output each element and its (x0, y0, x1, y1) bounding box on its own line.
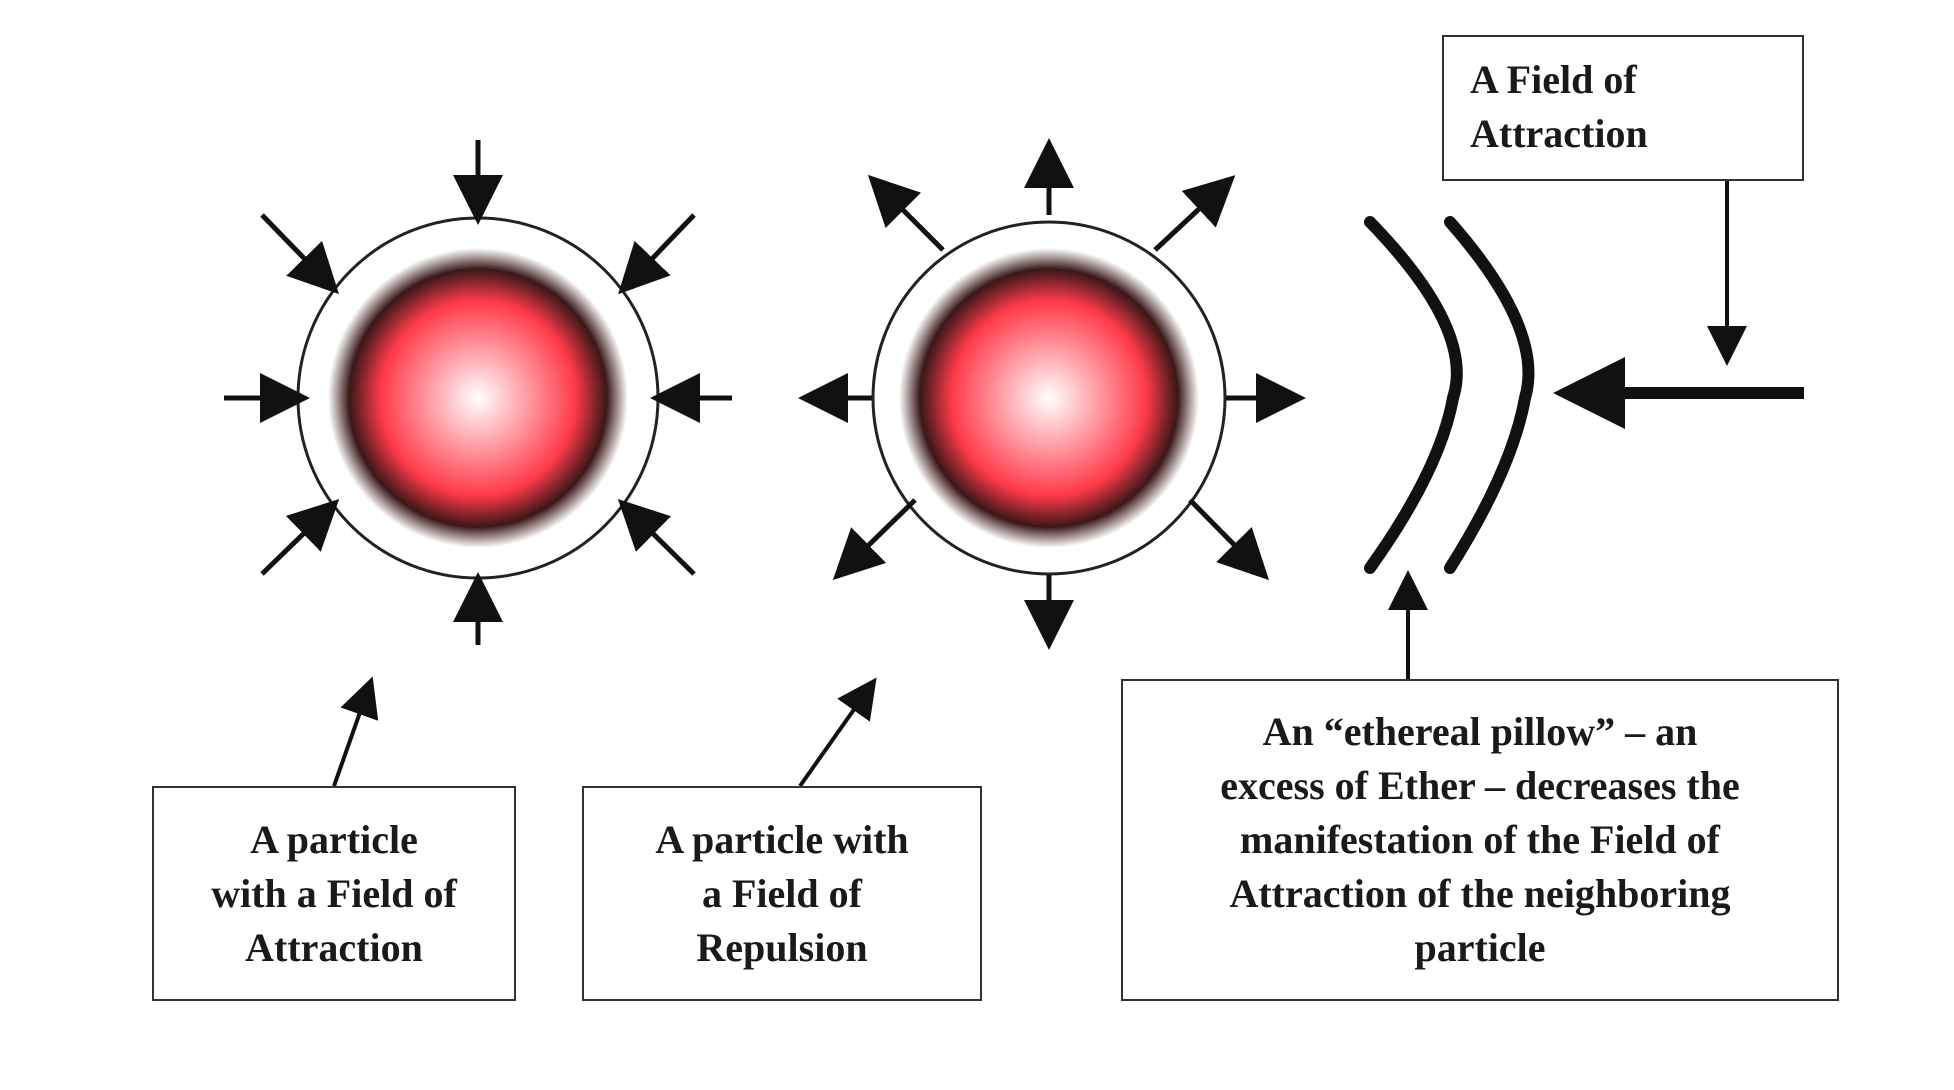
particle-attraction-core (328, 248, 628, 548)
label-ethereal-pillow-text: An “ethereal pillow” – an excess of Ethe… (1220, 709, 1740, 970)
arrow-out-top-left (867, 174, 945, 252)
arrow-out-bottom-right (1188, 498, 1270, 581)
pillow-arc-right (1444, 216, 1535, 574)
particle-repulsion-core (899, 248, 1199, 548)
label-ethereal-pillow: An “ethereal pillow” – an excess of Ethe… (1121, 679, 1839, 1001)
arrow-in-top-right (618, 213, 696, 295)
label-field-of-attraction-text: A Field of Attraction (1470, 57, 1648, 156)
label-field-of-attraction: A Field of Attraction (1442, 35, 1804, 181)
label-particle-repulsion-text: A particle with a Field of Repulsion (655, 816, 909, 970)
pointer-particle-repulsion (798, 677, 877, 788)
arrow-in-top-left (260, 213, 339, 295)
ethereal-pillow-arcs (1364, 216, 1535, 574)
pillow-arc-left (1364, 216, 1463, 574)
arrow-in-bottom-left (260, 499, 340, 576)
particle-repulsion (798, 138, 1306, 650)
particle-attraction (224, 140, 732, 645)
pointer-particle-attraction (332, 676, 379, 787)
label-particle-repulsion: A particle with a Field of Repulsion (582, 786, 982, 1001)
arrow-out-top-right (1153, 175, 1236, 252)
label-particle-attraction-text: A particle with a Field of Attraction (211, 816, 457, 970)
arrow-in-bottom-right (617, 498, 696, 576)
label-particle-attraction: A particle with a Field of Attraction (152, 786, 516, 1001)
arrow-out-bottom-left (832, 498, 917, 580)
